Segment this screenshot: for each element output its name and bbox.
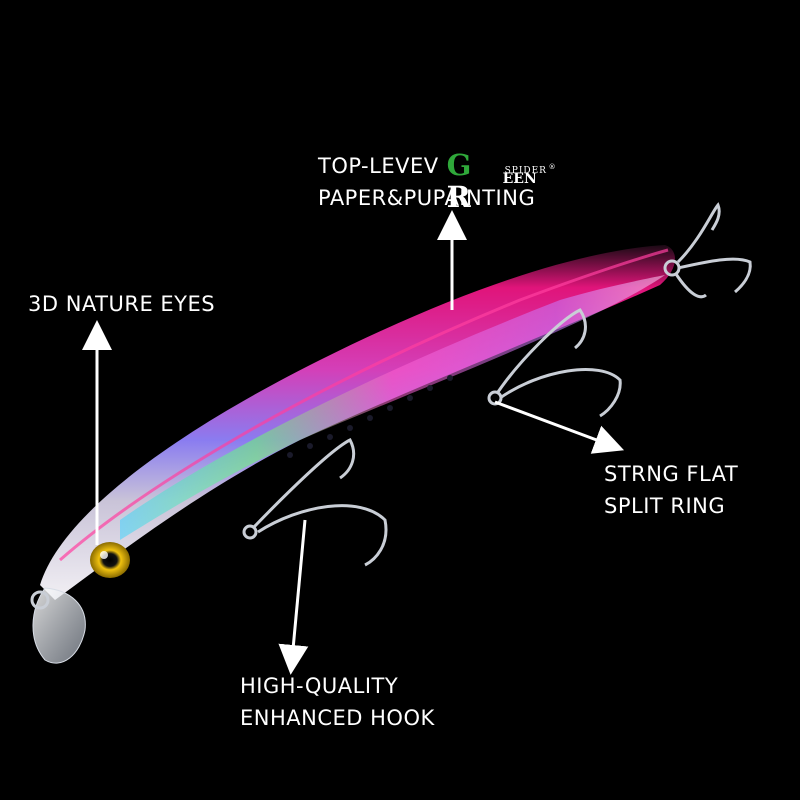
tail-treble-hook (663, 202, 752, 299)
lateral-line-dots (287, 375, 453, 458)
label-eyes-line1: 3D NATURE EYES (28, 292, 216, 316)
label-split-ring-line1: STRNG FLAT (604, 462, 739, 486)
label-painting-line2: PAPER&PUPAINTING (318, 186, 536, 210)
arrow-hook (278, 519, 309, 675)
lure-eye (90, 542, 130, 578)
arrow-split-ring (494, 400, 625, 454)
callout-arrows (82, 210, 625, 675)
label-hook-line2: ENHANCED HOOK (240, 706, 435, 730)
belly-treble-hook-2 (242, 438, 388, 567)
lure-body (40, 245, 676, 600)
label-hook: HIGH-QUALITY ENHANCED HOOK (240, 670, 435, 734)
label-split-ring: STRNG FLAT SPLIT RING (604, 458, 738, 522)
label-hook-line1: HIGH-QUALITY (240, 674, 399, 698)
nose-split-ring (30, 590, 50, 610)
belly-treble-hook-1 (487, 308, 622, 418)
diving-lip (32, 587, 86, 664)
label-split-ring-line2: SPLIT RING (604, 494, 726, 518)
label-eyes: 3D NATURE EYES (28, 288, 215, 320)
label-painting-line1: TOP-LEVEV (318, 154, 439, 178)
